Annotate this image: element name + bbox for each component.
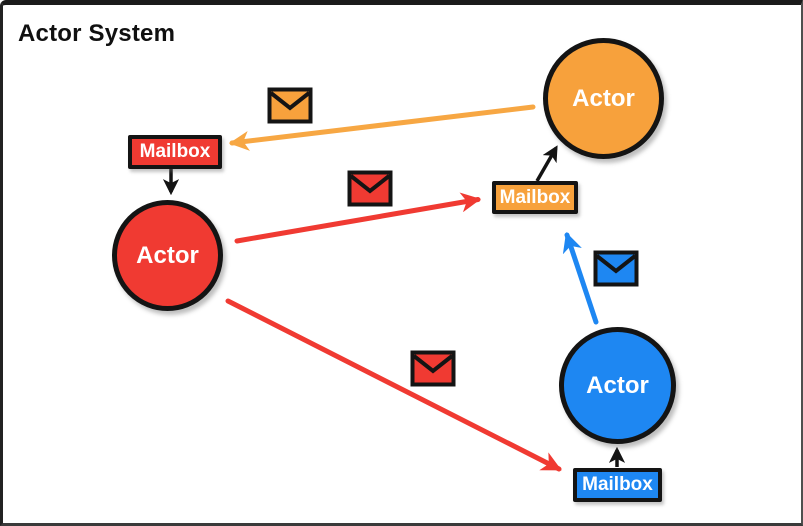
mailbox-node-red: Mailbox [128, 135, 222, 169]
actor-label: Actor [136, 241, 199, 269]
mailbox-label: Mailbox [499, 186, 571, 208]
envelope-icon-red-upper [347, 170, 393, 207]
mailbox-node-blue: Mailbox [573, 468, 662, 502]
envelope-icon-orange [267, 87, 313, 124]
actor-node-orange: Actor [543, 38, 664, 159]
actor-node-blue: Actor [559, 327, 676, 444]
mailbox-label: Mailbox [582, 474, 653, 495]
diagram-title: Actor System [18, 20, 176, 47]
actor-node-red: Actor [112, 200, 223, 311]
mailbox-label: Mailbox [139, 141, 211, 162]
envelope-flap [349, 174, 391, 194]
actor-label: Actor [586, 371, 649, 399]
mailbox-node-orange: Mailbox [492, 181, 578, 214]
envelope-flap [595, 254, 637, 274]
actor-label: Actor [572, 84, 635, 112]
envelope-icon-blue [593, 250, 639, 287]
envelope-icon-red-lower [410, 350, 456, 387]
